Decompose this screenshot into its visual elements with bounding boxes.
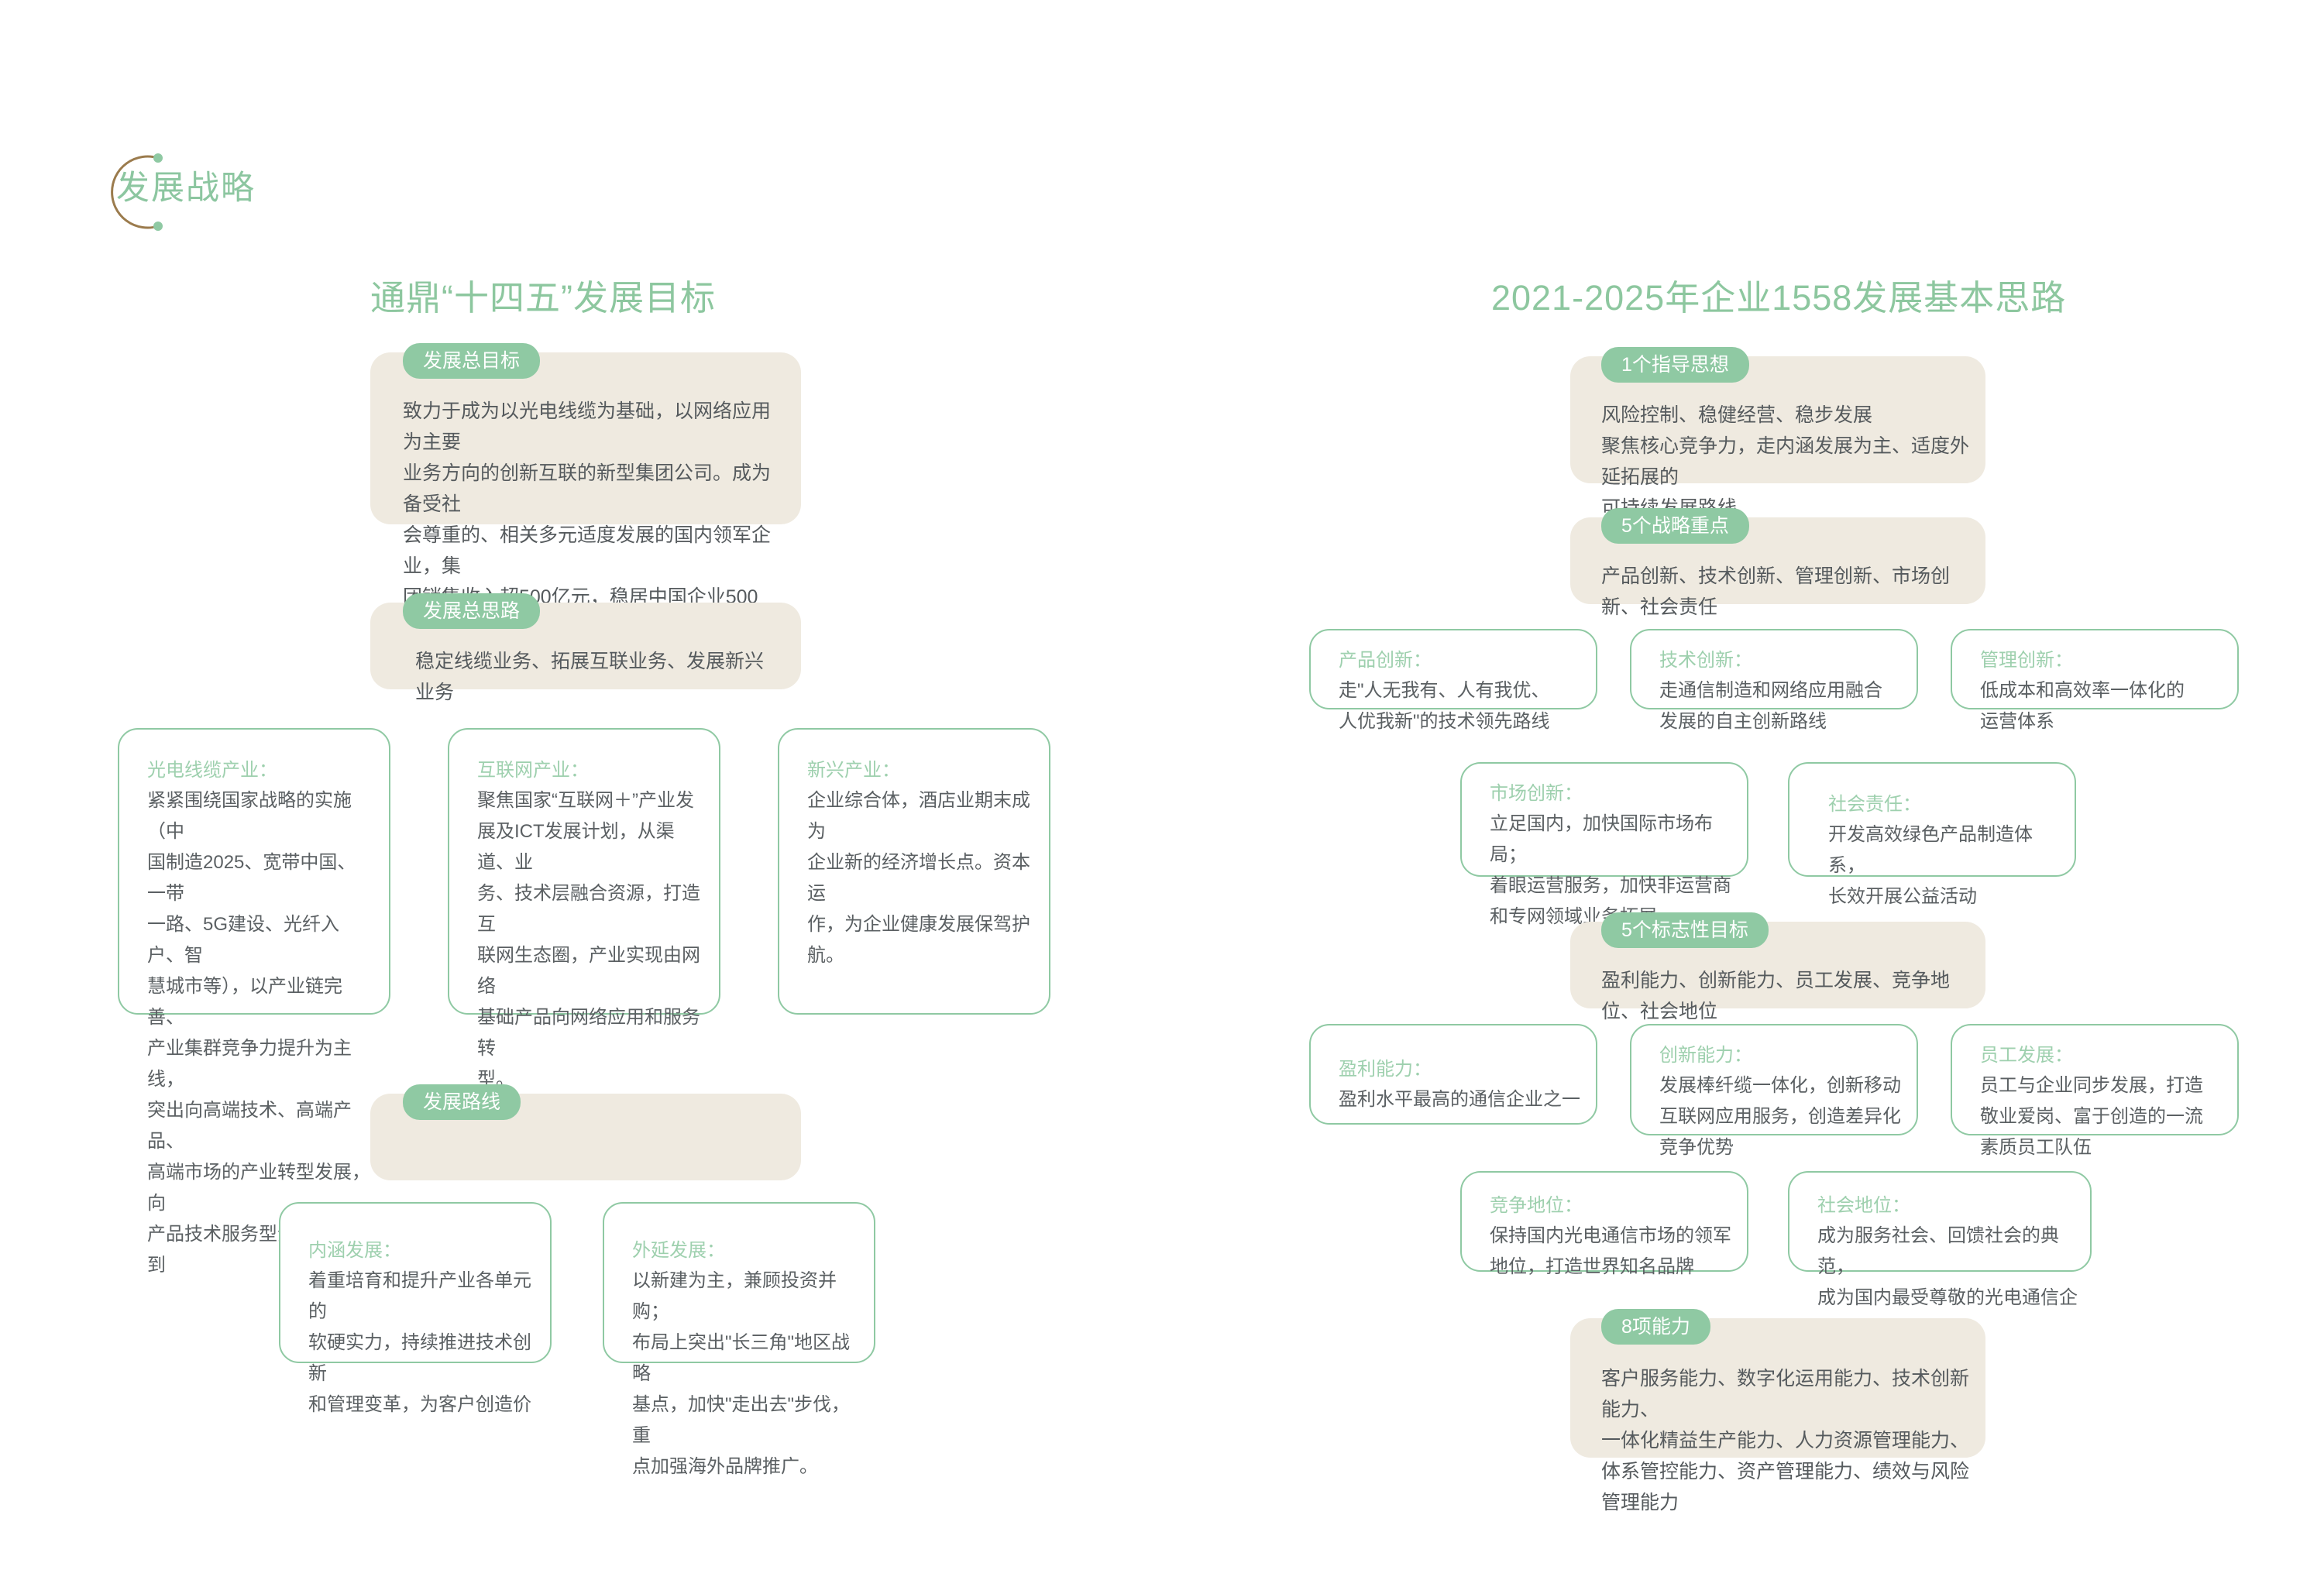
strategy-card-body: 开发高效绿色产品制造体系， 长效开展公益活动 [1828,824,2033,907]
goal-card-body: 盈利水平最高的通信企业之一 [1339,1089,1580,1110]
route-card-body: 着重培育和提升产业各单元的 软硬实力，持续推进技术创新 和管理变革，为客户创造价 [308,1270,531,1415]
strategy-card-body: 走通信制造和网络应用融合 发展的自主创新路线 [1659,680,1882,732]
goal-card-title: 竞争地位： [1490,1195,1583,1216]
strategy-card-market-innovation[interactable]: 市场创新： 立足国内，加快国际市场布局； 着眼运营服务，加快非运营商 和专网领域… [1460,762,1748,927]
panel-tag-overall-approach: 发展总思路 [403,593,541,629]
strategy-card-management-innovation[interactable]: 管理创新： 低成本和高效率一体化的 运营体系 [1951,629,2239,732]
panel-body-strategic-priorities: 产品创新、技术创新、管理创新、市场创新、社会责任 [1601,565,1951,618]
strategy-card-body: 走"人无我有、人有我优、 人优我新"的技术领先路线 [1339,680,1550,732]
panel-body-landmark-goals: 盈利能力、创新能力、员工发展、竞争地位、社会地位 [1601,970,1951,1022]
panel-guiding-ideology: 1个指导思想 风险控制、稳健经营、稳步发展 聚焦核心竞争力，走内涵发展为主、适度… [1570,347,1985,519]
left-column-heading: 通鼎“十四五”发展目标 [370,278,716,318]
industry-card-title: 光电线缆产业： [147,760,277,781]
industry-card-title: 互联网产业： [477,760,589,781]
industry-card-body: 聚焦国家“互联网＋”产业发 展及ICT发展计划，从渠道、业 务、技术层融合资源，… [477,790,700,1090]
goal-card-body: 发展棒纤缆一体化，创新移动 互联网应用服务，创造差异化 竞争优势 [1659,1075,1901,1158]
goal-card-innovation-capability[interactable]: 创新能力： 发展棒纤缆一体化，创新移动 互联网应用服务，创造差异化 竞争优势 [1630,1024,1918,1158]
route-card-body: 以新建为主，兼顾投资并购； 布局上突出"长三角"地区战略 基点，加快"走出去"步… [632,1270,851,1477]
goal-card-body: 员工与企业同步发展，打造 敬业爱岗、富于创造的一流 素质员工队伍 [1980,1075,2203,1158]
strategy-card-title: 社会责任： [1828,794,1921,815]
goal-card-title: 社会地位： [1817,1195,1910,1216]
goal-card-body: 保持国内光电通信市场的领军 地位，打造世界知名品牌 [1490,1225,1731,1277]
industry-card-body: 企业综合体，酒店业期末成为 企业新的经济增长点。资本运 作，为企业健康发展保驾护… [807,790,1030,966]
panel-tag-eight-capabilities: 8项能力 [1601,1309,1710,1345]
panel-landmark-goals: 5个标志性目标 盈利能力、创新能力、员工发展、竞争地位、社会地位 [1570,912,1985,1022]
route-card-title: 外延发展： [632,1240,725,1261]
strategy-card-title: 管理创新： [1980,650,2073,671]
goal-card-title: 盈利能力： [1339,1059,1432,1080]
route-card-title: 内涵发展： [308,1240,401,1261]
strategy-card-title: 市场创新： [1490,783,1583,804]
arc-decoration-icon [111,153,163,231]
panel-overall-approach: 发展总思路 稳定线缆业务、拓展互联业务、发展新兴业务 [370,593,801,703]
panel-body-guiding-ideology: 风险控制、稳健经营、稳步发展 聚焦核心竞争力，走内涵发展为主、适度外延拓展的 可… [1601,404,1970,519]
strategy-card-product-innovation[interactable]: 产品创新： 走"人无我有、人有我优、 人优我新"的技术领先路线 [1309,629,1597,732]
industry-card-body: 紧紧围绕国家战略的实施（中 国制造2025、宽带中国、一带 一路、5G建设、光纤… [147,790,370,1276]
goal-card-title: 创新能力： [1659,1045,1752,1066]
industry-card-emerging[interactable]: 新兴产业： 企业综合体，酒店业期末成为 企业新的经济增长点。资本运 作，为企业健… [778,728,1050,1015]
goal-card-title: 员工发展： [1980,1045,2073,1066]
strategy-card-title: 产品创新： [1339,650,1432,671]
route-card-intensive[interactable]: 内涵发展： 着重培育和提升产业各单元的 软硬实力，持续推进技术创新 和管理变革，… [279,1202,552,1415]
panel-tag-guiding-ideology: 1个指导思想 [1601,347,1749,383]
goal-card-profitability[interactable]: 盈利能力： 盈利水平最高的通信企业之一 [1309,1024,1597,1125]
strategy-card-body: 立足国内，加快国际市场布局； 着眼运营服务，加快非运营商 和专网领域业务拓展 [1490,813,1731,927]
section-title-block: 发展战略 [84,153,409,232]
right-column-heading: 2021-2025年企业1558发展基本思路 [1491,278,2067,318]
panel-overall-goal: 发展总目标 致力于成为以光电线缆为基础，以网络应用为主要 业务方向的创新互联的新… [370,343,801,670]
industry-card-internet[interactable]: 互联网产业： 聚焦国家“互联网＋”产业发 展及ICT发展计划，从渠道、业 务、技… [448,728,720,1090]
panel-strategic-priorities: 5个战略重点 产品创新、技术创新、管理创新、市场创新、社会责任 [1570,508,1985,618]
panel-body-eight-capabilities: 客户服务能力、数字化运用能力、技术创新能力、 一体化精益生产能力、人力资源管理能… [1601,1368,1970,1513]
page-title: 发展战略 [116,170,256,207]
panel-body-overall-approach: 稳定线缆业务、拓展互联业务、发展新兴业务 [415,651,765,703]
panel-development-route: 发展路线 [370,1084,801,1180]
panel-tag-strategic-priorities: 5个战略重点 [1601,508,1749,544]
strategy-card-title: 技术创新： [1659,650,1752,671]
panel-tag-development-route: 发展路线 [403,1084,521,1120]
route-card-expansion[interactable]: 外延发展： 以新建为主，兼顾投资并购； 布局上突出"长三角"地区战略 基点，加快… [603,1202,875,1477]
goal-card-social-position[interactable]: 社会地位： 成为服务社会、回馈社会的典范， 成为国内最受尊敬的光电通信企业 [1788,1171,2092,1339]
panel-eight-capabilities: 8项能力 客户服务能力、数字化运用能力、技术创新能力、 一体化精益生产能力、人力… [1570,1309,1985,1513]
strategy-card-social-responsibility[interactable]: 社会责任： 开发高效绿色产品制造体系， 长效开展公益活动 [1788,762,2076,907]
industry-card-title: 新兴产业： [807,760,900,781]
goal-card-competitive-position[interactable]: 竞争地位： 保持国内光电通信市场的领军 地位，打造世界知名品牌 [1460,1171,1748,1277]
panel-tag-landmark-goals: 5个标志性目标 [1601,912,1769,948]
industry-card-optical-cable[interactable]: 光电线缆产业： 紧紧围绕国家战略的实施（中 国制造2025、宽带中国、一带 一路… [118,728,390,1276]
panel-tag-overall-goal: 发展总目标 [403,343,541,379]
strategy-card-tech-innovation[interactable]: 技术创新： 走通信制造和网络应用融合 发展的自主创新路线 [1630,629,1918,732]
strategy-card-body: 低成本和高效率一体化的 运营体系 [1980,680,2185,732]
goal-card-employee-development[interactable]: 员工发展： 员工与企业同步发展，打造 敬业爱岗、富于创造的一流 素质员工队伍 [1951,1024,2239,1158]
